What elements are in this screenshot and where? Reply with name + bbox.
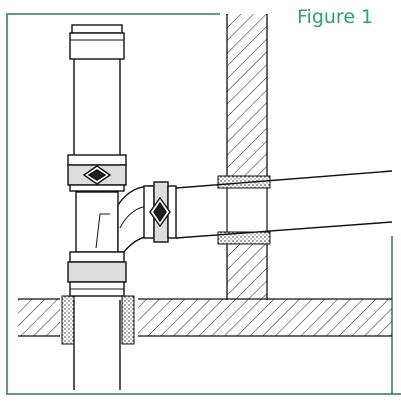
figure-label: Figure 1: [297, 6, 374, 28]
branch-clamp: [143, 181, 177, 243]
pipe-clamp: [67, 154, 127, 192]
floor-fire-sleeve: [61, 295, 135, 345]
tee-fitting: [75, 185, 153, 253]
branch-pipe: [175, 170, 393, 239]
wall: [226, 14, 268, 300]
pipe-clamp-lower: [67, 251, 127, 297]
vertical-pipe: [69, 24, 125, 390]
